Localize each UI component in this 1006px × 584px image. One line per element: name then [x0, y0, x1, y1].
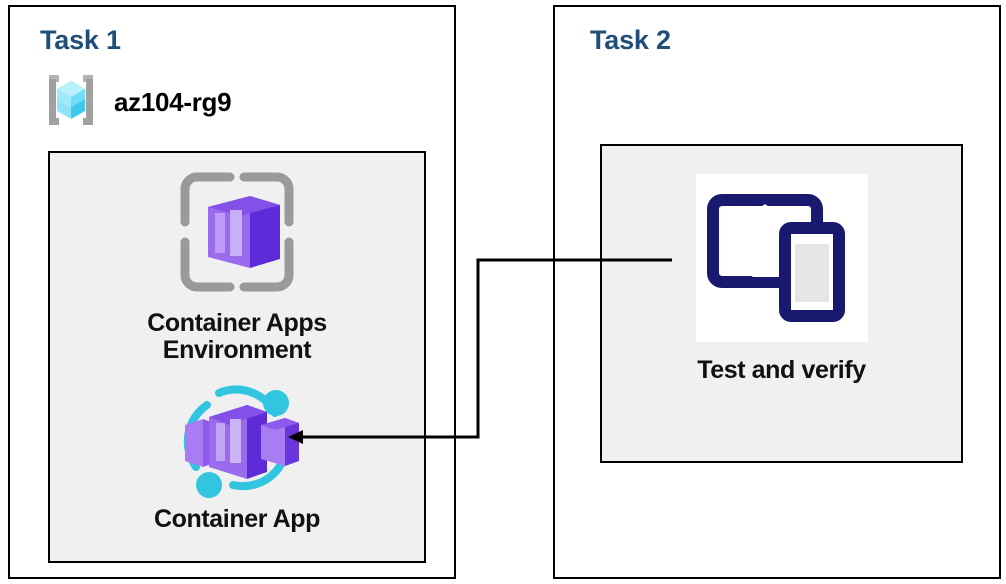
test-and-verify-label: Test and verify — [697, 356, 866, 384]
devices-test-icon — [706, 186, 857, 331]
node-test-and-verify: Test and verify — [602, 174, 961, 385]
resource-group-name: az104-rg9 — [114, 87, 232, 117]
node-container-apps-environment: Container Apps Environment — [50, 165, 424, 364]
env-label-line2: Environment — [162, 336, 312, 364]
container-apps-environment-label: Container Apps Environment — [147, 310, 327, 364]
task-1-inner-box: Container Apps Environment — [48, 151, 426, 563]
resource-group-row: az104-rg9 — [40, 69, 232, 136]
test-icon-plate — [695, 174, 868, 342]
node-container-app: Container App — [50, 381, 424, 533]
task-2-panel: Task 2 — [553, 5, 1001, 579]
container-apps-environment-icon — [170, 165, 304, 304]
container-app-icon — [163, 381, 311, 504]
env-label-line1: Container Apps — [147, 309, 327, 337]
task-2-inner-box: Test and verify — [600, 144, 963, 463]
azure-resource-group-icon — [40, 69, 102, 136]
task-1-panel: Task 1 — [8, 5, 456, 579]
task-1-title: Task 1 — [40, 25, 121, 55]
task-2-title: Task 2 — [590, 25, 671, 55]
container-app-label: Container App — [153, 505, 321, 533]
